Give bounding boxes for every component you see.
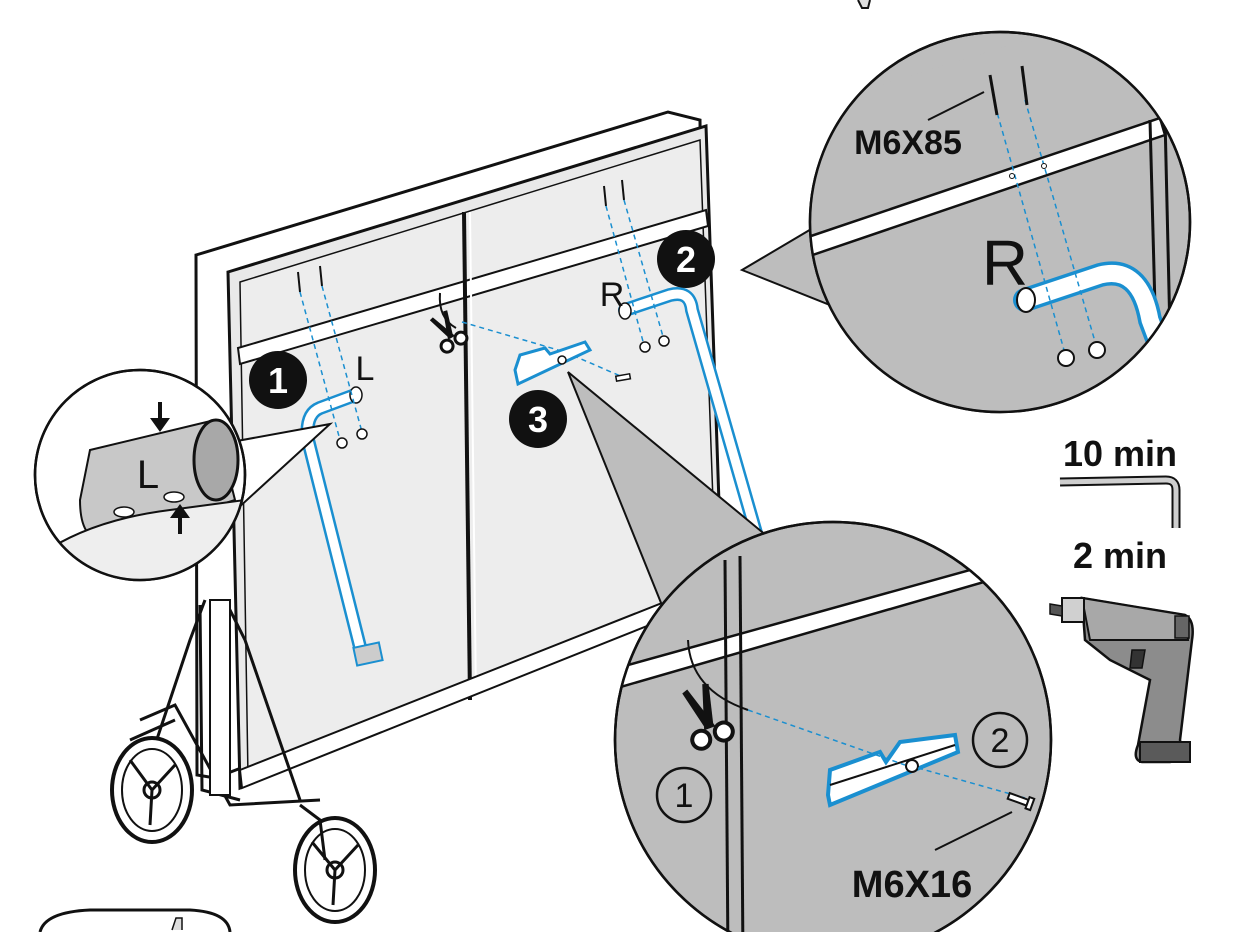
- leg-label-left: L: [356, 350, 375, 388]
- partial-part-top: [857, 0, 871, 9]
- scissors-icon: [682, 683, 735, 751]
- step-badge-3: 3: [509, 390, 567, 448]
- callout-right: R M6X85: [739, 30, 1192, 414]
- arrow-icon: [150, 402, 170, 432]
- callout-left-side-label: L: [137, 453, 159, 497]
- table-bolts: [297, 179, 625, 293]
- callout-right-bolt-spec: M6X85: [854, 124, 962, 162]
- callout-bottom-screw-spec: M6X16: [852, 864, 972, 906]
- substep-2: 2: [991, 722, 1010, 760]
- table-upper-rail: [236, 208, 710, 366]
- step-badge-2: 2: [657, 230, 715, 288]
- scissors-icon: [429, 310, 469, 354]
- callout-right-side-label: R: [982, 227, 1028, 299]
- table-center-line: [462, 211, 472, 701]
- hex-key-icon: [1059, 475, 1181, 528]
- callout-bottom: 1 2 M6X16: [567, 371, 1053, 932]
- wheel-left: [110, 736, 194, 844]
- step-number: 1: [268, 360, 288, 401]
- right-leg: [618, 287, 765, 547]
- table-assembly: [110, 110, 765, 924]
- left-support-frame: [129, 599, 321, 807]
- step-badge-1: 1: [249, 351, 307, 409]
- leg-label-right: R: [600, 276, 625, 314]
- tool-panel: 10 min 2 min: [1049, 433, 1194, 764]
- step-number: 3: [528, 399, 548, 440]
- hex-key-time: 10 min: [1063, 433, 1177, 474]
- drill-time: 2 min: [1073, 535, 1167, 576]
- table-cable-tie: [438, 292, 457, 329]
- arrow-icon: [170, 504, 190, 534]
- partial-panel-bottom-left: [38, 908, 232, 932]
- step-number: 2: [676, 239, 696, 280]
- substep-1: 1: [675, 777, 694, 815]
- table-bracket: [513, 340, 593, 387]
- wheel-right: [293, 816, 377, 924]
- table-nuts: [336, 335, 670, 449]
- power-drill-icon: [1049, 596, 1194, 764]
